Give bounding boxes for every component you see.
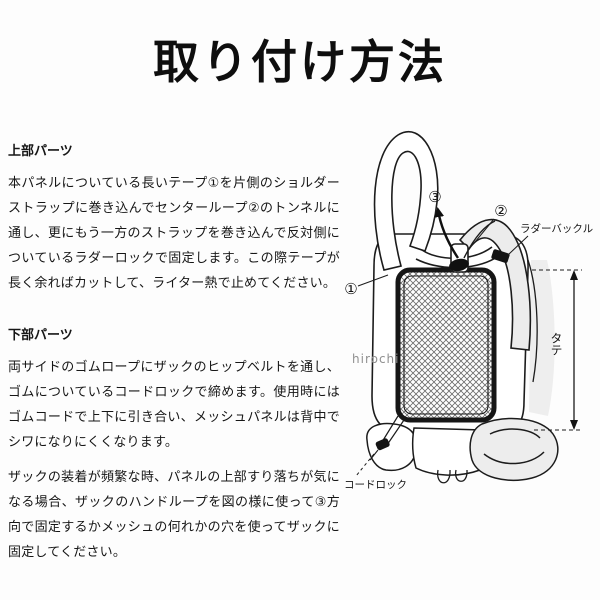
backpack-diagram: ③ ② ① ラダーバックル コードロック タテ xyxy=(344,130,593,491)
ladder-buckle xyxy=(491,235,529,264)
right-strap xyxy=(458,218,532,351)
mesh-panel xyxy=(395,267,497,423)
vertical-label: タテ xyxy=(549,332,563,356)
shoulder-straps xyxy=(373,130,532,351)
tape-line xyxy=(463,220,496,259)
buckle xyxy=(449,258,469,272)
page-title: 取り付け方法 xyxy=(153,35,447,89)
callout-3: ③ xyxy=(428,188,441,206)
callout-2: ② xyxy=(494,202,507,220)
hanging-loop xyxy=(437,469,451,484)
cord-lock xyxy=(355,415,405,477)
vertical-dimension xyxy=(532,269,582,431)
section-heading-lower: 下部パーツ xyxy=(8,328,73,343)
callout-1: ① xyxy=(344,280,357,298)
instruction-text-column: 上部パーツ 本パネルについている長いテープ①を片側のショルダーストラップに巻き込… xyxy=(8,140,340,575)
hip-belt xyxy=(366,417,559,484)
cord-lock-label: コードロック xyxy=(344,479,407,491)
callout-leaders xyxy=(357,218,495,287)
hanging-loop xyxy=(455,469,468,482)
center-loop-and-buckle xyxy=(434,207,496,273)
upper-instructions: 本パネルについている長いテープ①を片側のショルダーストラップに巻き込んでセンター… xyxy=(8,176,340,291)
lower-instructions-2: ザックの装着が頻繁な時、パネルの上部すり落ちが気になる場合、ザックのハンドループ… xyxy=(8,470,340,560)
section-heading-upper: 上部パーツ xyxy=(8,144,73,159)
direction-arrow-3 xyxy=(434,207,459,259)
lower-instructions-1: 両サイドのゴムロープにザックのヒップベルトを通し、ゴムについているコードロックで… xyxy=(8,360,340,450)
ladder-buckle-label: ラダーバックル xyxy=(520,222,593,235)
watermark: hirochi xyxy=(352,352,400,366)
